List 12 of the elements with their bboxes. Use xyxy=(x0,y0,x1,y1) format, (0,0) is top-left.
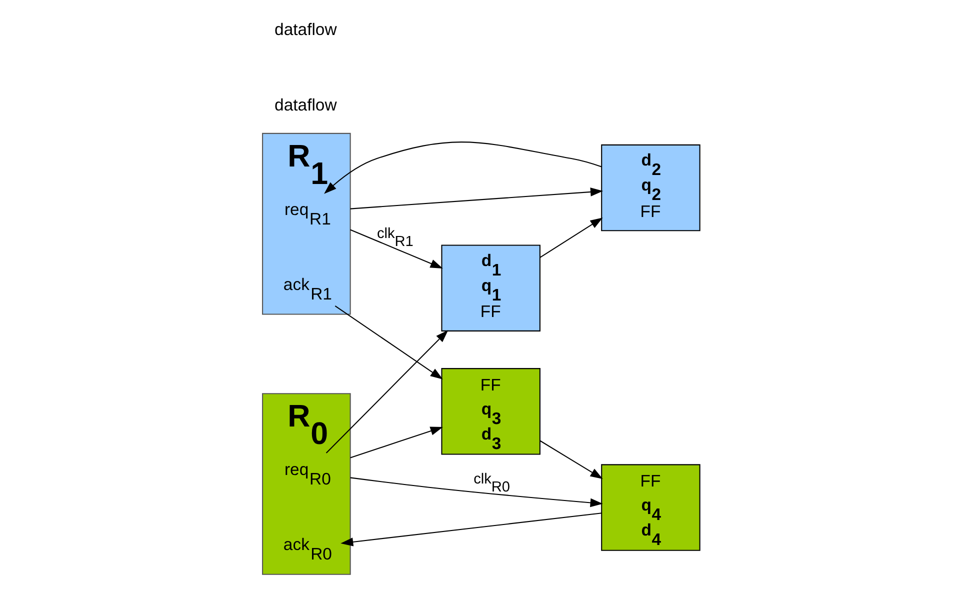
arrow xyxy=(540,440,603,479)
label: dataflow xyxy=(274,20,337,40)
arrow xyxy=(540,218,603,258)
arrow xyxy=(350,477,603,508)
arrow xyxy=(350,229,443,268)
arrow xyxy=(324,142,602,194)
arrow xyxy=(326,330,448,454)
arrow xyxy=(350,426,443,458)
label: dataflow xyxy=(274,95,337,114)
arrow xyxy=(334,306,443,380)
arrow xyxy=(340,512,602,546)
arrow xyxy=(350,188,604,210)
